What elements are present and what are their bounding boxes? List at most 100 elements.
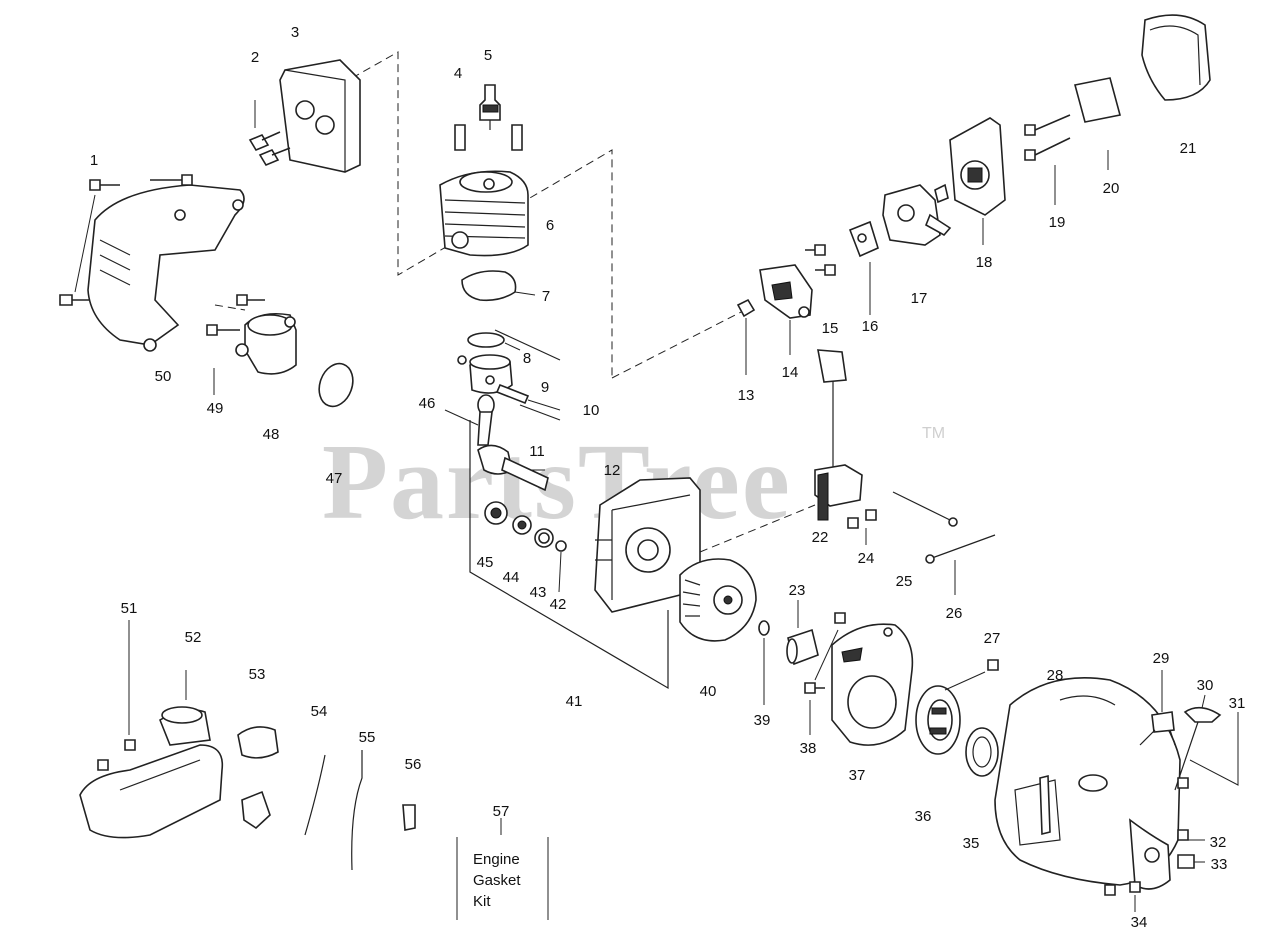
callout-11[interactable]: 11 xyxy=(529,443,545,460)
callout-22[interactable]: 22 xyxy=(812,529,829,546)
callout-45[interactable]: 45 xyxy=(477,554,494,571)
ignition-module-22-part[interactable] xyxy=(814,349,863,521)
coil-screws-24-part[interactable] xyxy=(847,509,877,545)
fuel-filter-56-part[interactable] xyxy=(402,804,416,831)
tank-screws-51-part[interactable] xyxy=(97,620,136,771)
callout-17[interactable]: 17 xyxy=(911,290,928,307)
callout-8[interactable]: 8 xyxy=(523,350,531,367)
callout-35[interactable]: 35 xyxy=(963,835,980,852)
air-filter-element-20-part[interactable] xyxy=(1074,77,1121,170)
callout-25[interactable]: 25 xyxy=(896,573,913,590)
screws-38-part[interactable] xyxy=(804,612,846,735)
callout-48[interactable]: 48 xyxy=(263,426,280,443)
cylinder-bolts-4-part[interactable] xyxy=(454,124,523,151)
callout-10[interactable]: 10 xyxy=(583,402,600,419)
air-filter-cover-21-part[interactable] xyxy=(1141,14,1211,101)
piston-ring-part[interactable] xyxy=(467,332,521,351)
callout-3[interactable]: 3 xyxy=(291,24,299,41)
piston-pin-9-part[interactable] xyxy=(495,383,561,411)
fuel-line-55-part[interactable] xyxy=(351,750,363,871)
crankcase-part[interactable] xyxy=(594,477,701,613)
washer-42-part[interactable] xyxy=(555,540,567,593)
fuel-cap-53-part[interactable] xyxy=(237,726,279,830)
callout-21[interactable]: 21 xyxy=(1180,140,1197,157)
intake-gasket-13-part[interactable] xyxy=(736,298,756,375)
callout-20[interactable]: 20 xyxy=(1103,180,1120,197)
starter-rope-31-part[interactable] xyxy=(1189,712,1239,786)
callout-13[interactable]: 13 xyxy=(738,387,755,404)
callout-47[interactable]: 47 xyxy=(326,470,343,487)
callout-36[interactable]: 36 xyxy=(915,808,932,825)
callout-57[interactable]: 57 xyxy=(493,803,510,820)
callout-40[interactable]: 40 xyxy=(700,683,717,700)
callout-43[interactable]: 43 xyxy=(530,584,547,601)
cylinder-part[interactable] xyxy=(439,170,529,257)
screw-1-part[interactable] xyxy=(59,174,193,306)
callout-32[interactable]: 32 xyxy=(1210,834,1227,851)
mount-bracket-part[interactable] xyxy=(1104,777,1205,912)
callout-41[interactable]: 41 xyxy=(566,693,583,710)
callout-46[interactable]: 46 xyxy=(419,395,436,412)
wire-25-part[interactable] xyxy=(892,491,958,527)
callout-7[interactable]: 7 xyxy=(542,288,550,305)
starter-pulley-part[interactable] xyxy=(915,685,961,755)
spark-plug-part[interactable] xyxy=(479,84,501,130)
muffler-screws-49-part[interactable] xyxy=(206,294,265,395)
piston-part[interactable] xyxy=(457,354,513,394)
callout-44[interactable]: 44 xyxy=(503,569,520,586)
bearing-45-part[interactable] xyxy=(484,501,508,525)
air-filter-plate-part[interactable] xyxy=(279,59,361,173)
callout-31[interactable]: 31 xyxy=(1229,695,1246,712)
callout-24[interactable]: 24 xyxy=(858,550,875,567)
oil-seal-44-part[interactable] xyxy=(512,515,532,535)
ignition-switch-29-part[interactable] xyxy=(1139,670,1176,746)
callout-26[interactable]: 26 xyxy=(946,605,963,622)
crankshaft-part[interactable] xyxy=(477,444,549,492)
fan-housing-part[interactable] xyxy=(831,623,914,746)
callout-12[interactable]: 12 xyxy=(604,462,621,479)
filter-screws-2-part[interactable] xyxy=(248,100,291,167)
callout-56[interactable]: 56 xyxy=(405,756,422,773)
callout-6[interactable]: 6 xyxy=(546,217,554,234)
cylinder-gasket-part[interactable] xyxy=(461,270,536,302)
air-filter-base-18-part[interactable] xyxy=(949,117,1006,245)
carburetor-17-part[interactable] xyxy=(882,183,952,246)
callout-28[interactable]: 28 xyxy=(1047,667,1064,684)
bearing-43-part[interactable] xyxy=(534,528,554,548)
callout-14[interactable]: 14 xyxy=(782,364,799,381)
fuel-line-54-part[interactable] xyxy=(304,754,326,836)
muffler-48-part[interactable] xyxy=(235,312,297,375)
callout-54[interactable]: 54 xyxy=(311,703,328,720)
muffler-gasket-47-part[interactable] xyxy=(313,359,358,411)
callout-27[interactable]: 27 xyxy=(984,630,1001,647)
callout-16[interactable]: 16 xyxy=(862,318,879,335)
starter-handle-30-part[interactable] xyxy=(1174,694,1222,791)
callout-9[interactable]: 9 xyxy=(541,379,549,396)
callout-55[interactable]: 55 xyxy=(359,729,376,746)
callout-38[interactable]: 38 xyxy=(800,740,817,757)
callout-53[interactable]: 53 xyxy=(249,666,266,683)
callout-42[interactable]: 42 xyxy=(550,596,567,613)
callout-2[interactable]: 2 xyxy=(251,49,259,66)
callout-23[interactable]: 23 xyxy=(789,582,806,599)
callout-4[interactable]: 4 xyxy=(454,65,462,82)
air-filter-cover-part[interactable] xyxy=(87,184,245,352)
callout-51[interactable]: 51 xyxy=(121,600,138,617)
bolts-19-part[interactable] xyxy=(1024,114,1071,205)
washer-39-part[interactable] xyxy=(758,620,770,705)
callout-1[interactable]: 1 xyxy=(90,152,98,169)
callout-18[interactable]: 18 xyxy=(976,254,993,271)
spacer-23-part[interactable] xyxy=(786,600,819,666)
recoil-spring-part[interactable] xyxy=(965,727,999,777)
callout-15[interactable]: 15 xyxy=(822,320,839,337)
callout-33[interactable]: 33 xyxy=(1211,856,1228,873)
callout-19[interactable]: 19 xyxy=(1049,214,1066,231)
wire-26-part[interactable] xyxy=(925,534,996,595)
screw-27-part[interactable] xyxy=(944,659,999,691)
callout-30[interactable]: 30 xyxy=(1197,677,1214,694)
carb-gasket-16-part[interactable] xyxy=(848,220,879,315)
callout-39[interactable]: 39 xyxy=(754,712,771,729)
callout-34[interactable]: 34 xyxy=(1131,914,1148,931)
flywheel-part[interactable] xyxy=(679,558,757,642)
callout-50[interactable]: 50 xyxy=(155,368,172,385)
